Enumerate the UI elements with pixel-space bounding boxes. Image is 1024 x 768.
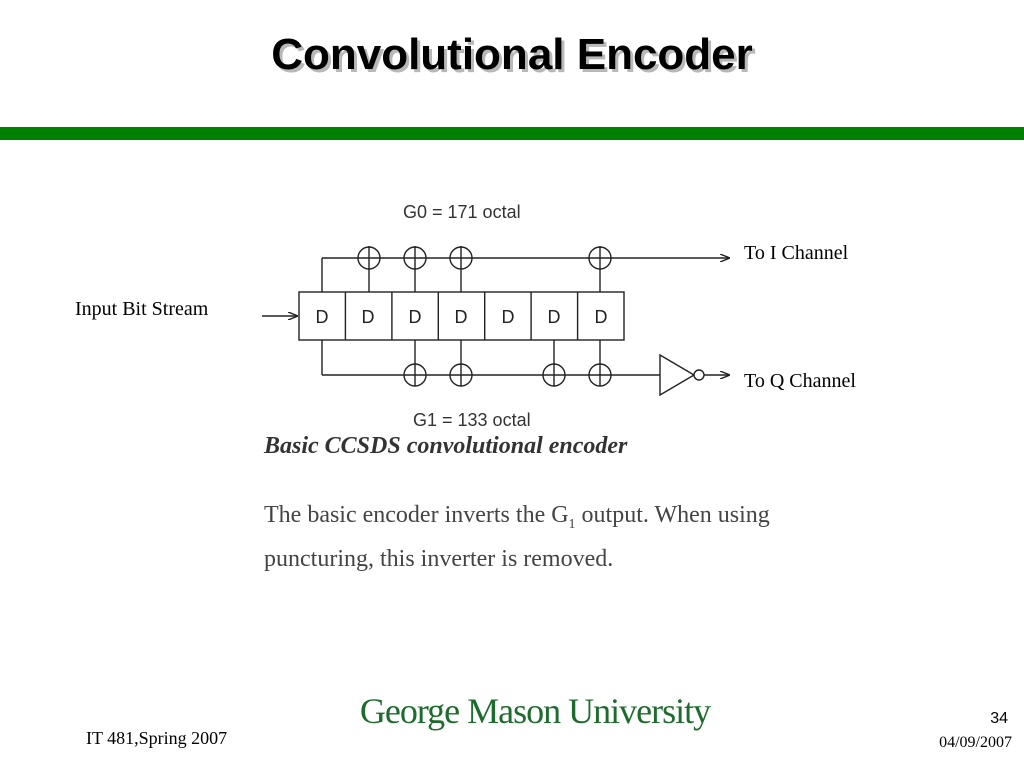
register-cell-label: D [455, 307, 468, 327]
register-cell-label: D [502, 307, 515, 327]
register-cell-label: D [316, 307, 329, 327]
register-cell-label: D [362, 307, 375, 327]
description-text: The basic encoder inverts the G1 output.… [264, 498, 824, 576]
register-cell-label: D [409, 307, 422, 327]
slide-title: Convolutional Encoder [271, 30, 753, 79]
g1-label: G1 = 133 octal [413, 410, 531, 430]
g1-subscript: 1 [568, 516, 576, 532]
description-part-1: The basic encoder inverts the G [264, 502, 569, 528]
description-part-2: output. When using puncturing, this inve… [264, 502, 770, 572]
register-cell-label: D [595, 307, 608, 327]
xor-plus-mark [358, 247, 611, 269]
course-label: IT 481,Spring 2007 [86, 728, 228, 748]
register-cell-label: D [548, 307, 561, 327]
g1-tap-network [321, 340, 729, 397]
page-number: 34 [990, 710, 1008, 727]
shift-register: D D D D D D D [298, 291, 625, 341]
inverter-bubble [693, 369, 705, 381]
input-bit-stream-label: Input Bit Stream [75, 298, 209, 320]
g0-tap-network [321, 246, 729, 292]
figure-caption: Basic CCSDS convolutional encoder [264, 433, 628, 459]
g0-label: G0 = 171 octal [403, 202, 521, 222]
title-divider [0, 127, 1024, 140]
xor-plus-mark [404, 364, 611, 386]
footer-date: 04/09/2007 [939, 734, 1012, 751]
to-i-channel-label: To I Channel [744, 242, 849, 264]
university-logo-text: George Mason University [359, 691, 711, 731]
inverter-gate [659, 353, 696, 397]
to-q-channel-label: To Q Channel [744, 370, 856, 392]
